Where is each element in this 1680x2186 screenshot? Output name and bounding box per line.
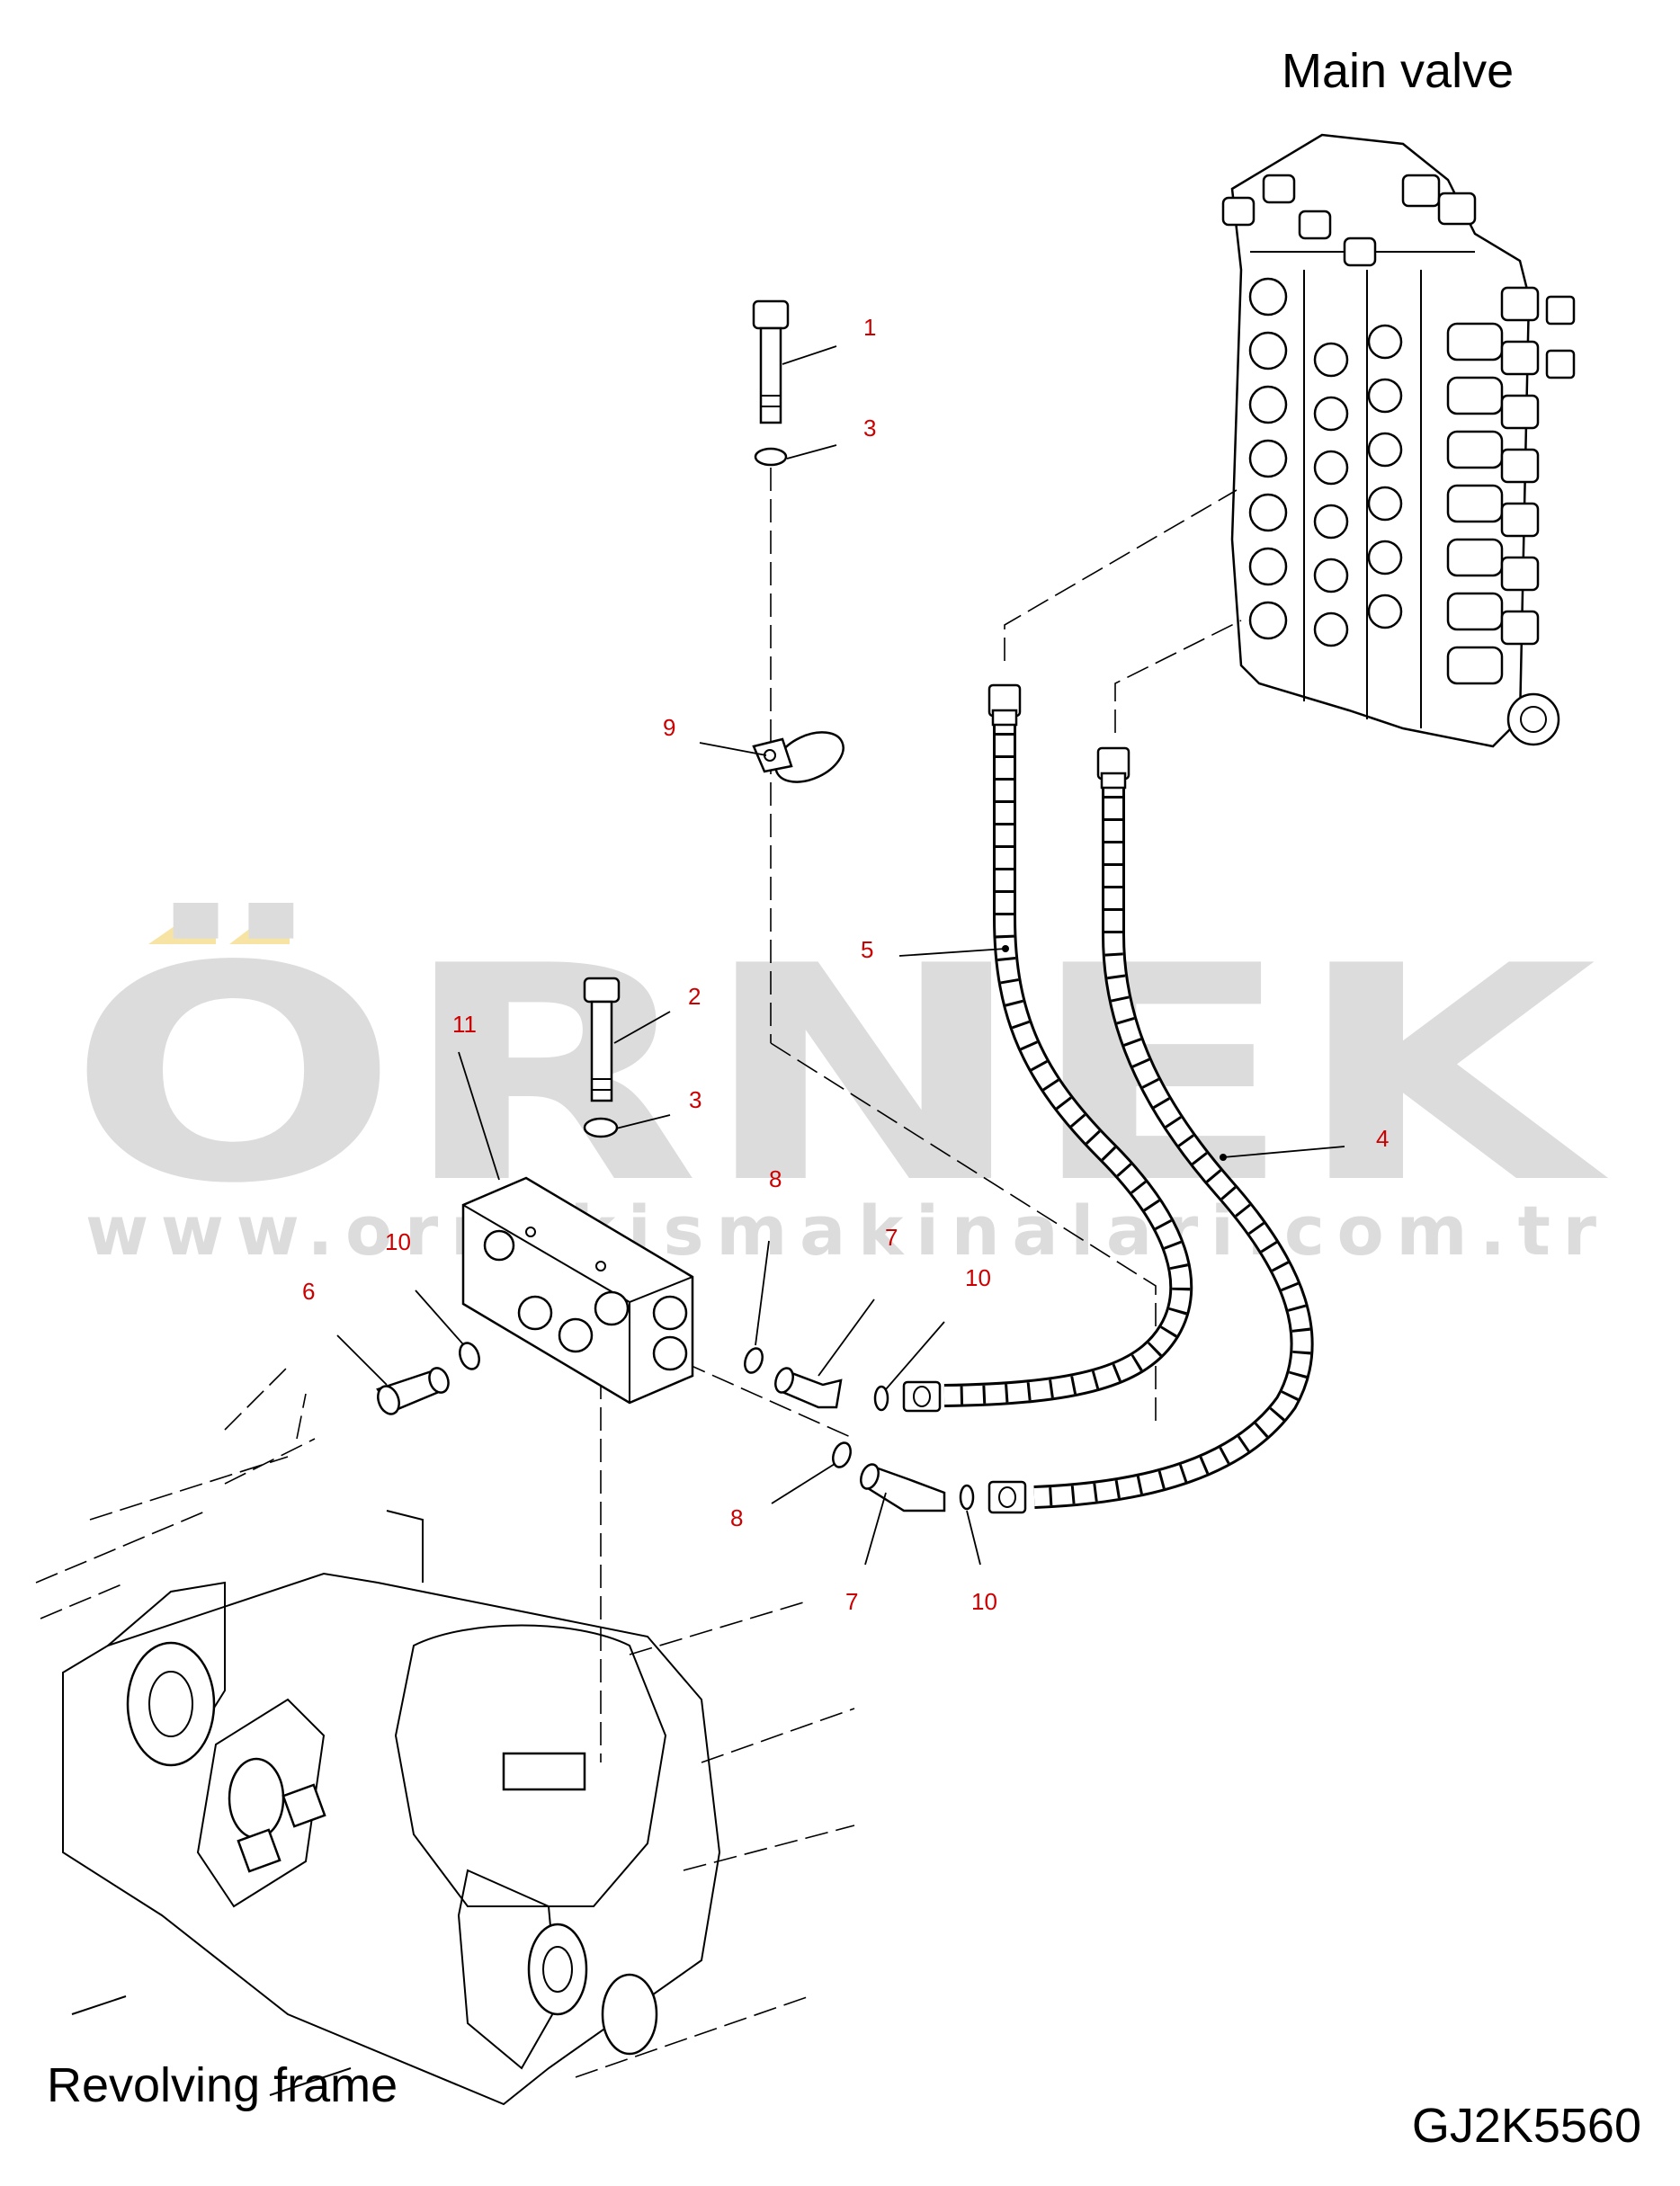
drawing-code: GJ2K5560 xyxy=(1412,2099,1641,2153)
main-valve-label: Main valve xyxy=(1282,44,1514,98)
callout-3-upper: 3 xyxy=(863,415,876,442)
clamp-9 xyxy=(752,731,844,783)
washer-3-lower xyxy=(583,1117,619,1138)
callout-7-lower: 7 xyxy=(845,1588,858,1615)
callout-4: 4 xyxy=(1376,1125,1389,1152)
bolt-1 xyxy=(752,299,790,424)
revolving-frame xyxy=(35,1366,855,2106)
callout-10-lower: 10 xyxy=(971,1588,997,1615)
leader-lines xyxy=(336,345,1345,1566)
callout-6: 6 xyxy=(302,1278,315,1305)
callouts: 1 3 9 5 2 11 3 4 8 10 7 10 6 8 7 10 xyxy=(302,314,1389,1615)
o-ring-10-upper xyxy=(873,1385,889,1412)
block-11 xyxy=(461,1176,694,1405)
watermark-url: www.ornekismakinalari.com.tr xyxy=(85,1191,1597,1271)
callout-1: 1 xyxy=(863,314,876,341)
callout-8-lower: 8 xyxy=(730,1504,743,1531)
callout-8-upper: 8 xyxy=(769,1165,782,1192)
elbow-7-upper xyxy=(774,1367,843,1409)
watermark-logo: ÖRNEK xyxy=(67,900,1611,1248)
watermark-accent-right xyxy=(229,910,290,944)
fitting-6 xyxy=(376,1367,450,1415)
watermark-accent-left xyxy=(148,910,216,944)
elbow-7-lower xyxy=(860,1463,946,1512)
o-ring-10-left xyxy=(459,1342,480,1370)
callout-5: 5 xyxy=(861,936,873,963)
callout-11: 11 xyxy=(452,1011,477,1038)
o-ring-8-lower xyxy=(832,1441,852,1468)
callout-7-upper: 7 xyxy=(885,1224,898,1251)
revolving-frame-label: Revolving frame xyxy=(47,2058,398,2112)
watermark: ÖRNEK www.ornekismakinalari.com.tr xyxy=(67,900,1611,1271)
callout-3-lower: 3 xyxy=(689,1086,701,1113)
callout-9: 9 xyxy=(663,714,675,741)
callout-10-left: 10 xyxy=(385,1228,411,1255)
bolt-2 xyxy=(583,977,621,1102)
washer-3-upper xyxy=(754,447,788,467)
hose-4 xyxy=(987,746,1314,1514)
o-ring-8-upper xyxy=(744,1347,764,1374)
hose-5 xyxy=(902,683,1193,1413)
o-ring-10-lower xyxy=(959,1484,975,1511)
callout-2: 2 xyxy=(688,983,701,1010)
main-valve xyxy=(1221,133,1576,748)
callout-10-upper: 10 xyxy=(965,1264,991,1291)
